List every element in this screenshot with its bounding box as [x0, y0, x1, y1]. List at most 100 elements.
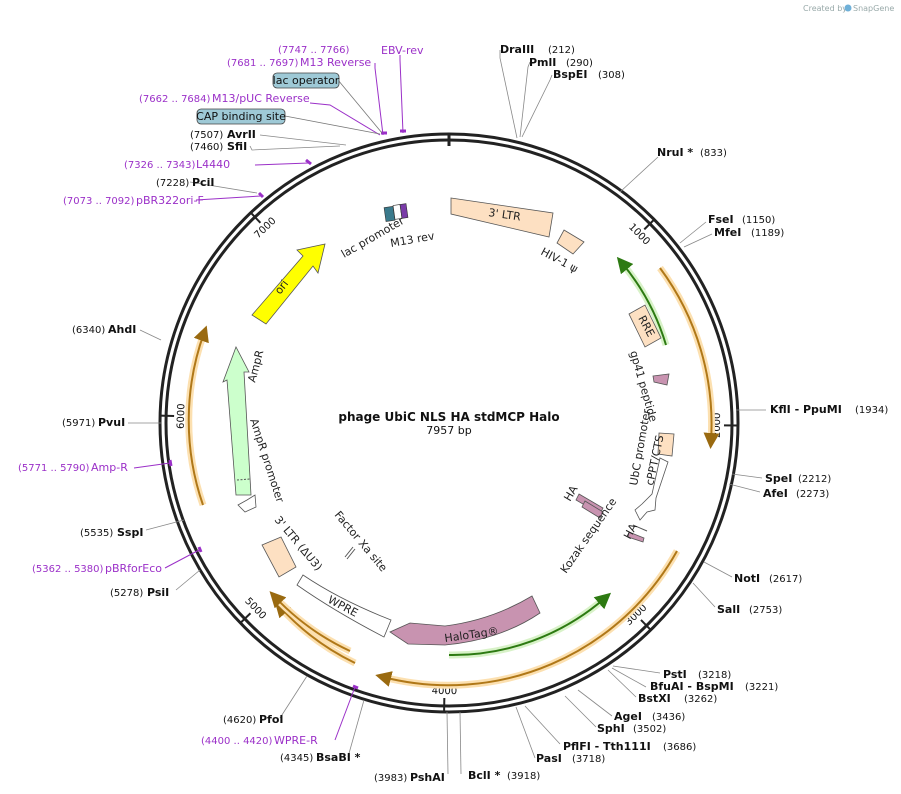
primer-range-pbrforeco: (5362 .. 5380): [32, 564, 104, 575]
site-pvui: PvuI: [98, 416, 125, 429]
svg-text:(4620): (4620): [223, 715, 256, 726]
svg-text:(7228): (7228): [156, 178, 189, 189]
feature-gp41[interactable]: [652, 373, 670, 386]
lac-operator-box: [272, 72, 340, 89]
primer-range-l4440: (7326 .. 7343): [124, 160, 196, 171]
feature-3ltr-du3[interactable]: [261, 536, 297, 578]
svg-text:(3502): (3502): [633, 724, 666, 735]
site-avrii: AvrII: [227, 128, 256, 141]
svg-text:(2273): (2273): [796, 489, 829, 500]
feature-3ltr[interactable]: [450, 197, 554, 238]
site-spei: SpeI: [765, 472, 792, 485]
svg-text:(5971): (5971): [62, 418, 95, 429]
site-psti: PstI: [663, 668, 687, 681]
site-pasi: PasI: [536, 752, 562, 765]
tick-label-6000: 6000: [176, 403, 188, 429]
feature-m13-rev-block[interactable]: [399, 203, 409, 219]
label-ampr: AmpR: [245, 348, 266, 383]
feature-hiv-psi[interactable]: [556, 229, 585, 255]
feature-halotag[interactable]: [389, 595, 541, 646]
svg-text:(3983): (3983): [374, 773, 407, 784]
credit-brand: SnapGene: [853, 4, 894, 13]
tick-mark-1000: [643, 218, 655, 231]
site-bstxi: BstXI: [638, 692, 671, 705]
svg-text:(6340): (6340): [72, 325, 105, 336]
primer-range-m13-reverse: (7681 .. 7697): [227, 58, 299, 69]
plasmid-name: phage UbiC NLS HA stdMCP Halo: [338, 410, 559, 424]
primer-pbr322: pBR322ori-F: [136, 194, 204, 207]
primer-m13-reverse: M13 Reverse: [300, 56, 371, 69]
primer-range-m13-puc: (7662 .. 7684): [139, 94, 211, 105]
svg-text:(290): (290): [566, 58, 593, 69]
primer-labels: (7747 .. 7766) EBV-rev (7681 .. 7697) M1…: [18, 44, 424, 747]
label-factor-xa: Factor Xa site: [332, 509, 390, 575]
label-m13-rev: M13 rev: [389, 229, 436, 250]
primer-range-ebv-rev: (7747 .. 7766): [278, 45, 350, 56]
label-ampr-promoter: AmpR promoter: [247, 417, 287, 505]
site-nrui: NruI *: [657, 146, 693, 159]
site-noti: NotI: [734, 572, 760, 585]
site-bfuai-bspmi: BfuAI - BspMI: [650, 680, 734, 693]
svg-text:(4345): (4345): [280, 753, 313, 764]
primer-lines: [133, 55, 404, 741]
site-sphi: SphI: [597, 722, 625, 735]
svg-text:(1150): (1150): [742, 215, 775, 226]
svg-text:(3221): (3221): [745, 682, 778, 693]
feature-ori[interactable]: [251, 243, 326, 325]
site-fsei: FseI: [708, 213, 734, 226]
svg-text:(3218): (3218): [698, 670, 731, 681]
site-labels: DraIII (212) PmlI (290) BspEI (308) NruI…: [62, 43, 888, 784]
site-bspei: BspEI: [553, 68, 587, 81]
primer-ebv-rev: EBV-rev: [381, 44, 424, 57]
primer-range-pbr322: (7073 .. 7092): [63, 196, 135, 207]
tick-mark-3000: [640, 619, 652, 631]
svg-text:(3436): (3436): [652, 712, 685, 723]
site-pshai: PshAI: [410, 771, 445, 784]
feature-ampr[interactable]: [222, 346, 252, 496]
label-3ltr: 3' LTR: [488, 206, 522, 223]
svg-text:(1934): (1934): [855, 405, 888, 416]
feature-shapes: [222, 197, 675, 646]
primer-range-amp-r: (5771 .. 5790): [18, 463, 90, 474]
site-pcii: PciI: [192, 176, 214, 189]
svg-text:(5278): (5278): [110, 588, 143, 599]
primer-amp-r: Amp-R: [91, 461, 128, 474]
tick-label-2000: 2000: [712, 413, 723, 439]
svg-text:(3718): (3718): [572, 754, 605, 765]
primer-pbrforeco: pBRforEco: [105, 562, 162, 575]
primer-range-wpre-r: (4400 .. 4420): [201, 736, 273, 747]
site-draiii: DraIII: [500, 43, 534, 56]
feature-ubc-promoter[interactable]: [634, 457, 669, 521]
feature-wpre[interactable]: [296, 574, 392, 638]
tick-mark-7000: [250, 211, 262, 224]
primer-wpre-r: WPRE-R: [274, 734, 318, 747]
site-pmli: PmlI: [529, 56, 556, 69]
svg-text:(833): (833): [700, 148, 727, 159]
site-sali: SalI: [717, 603, 740, 616]
site-pfoi: PfoI: [259, 713, 284, 726]
site-sfii: SfiI: [227, 140, 247, 153]
lac-operator-label: lac operator: [273, 74, 340, 87]
label-wpre: WPRE: [326, 593, 360, 620]
svg-text:(7460): (7460): [190, 142, 223, 153]
feature-ha-2[interactable]: [627, 531, 645, 543]
svg-text:(7507): (7507): [190, 130, 223, 141]
feature-cppt[interactable]: [657, 432, 675, 457]
feature-ampr-promoter[interactable]: [237, 494, 257, 513]
site-psii: PsiI: [147, 586, 169, 599]
svg-text:(3686): (3686): [663, 742, 696, 753]
svg-text:(3262): (3262): [684, 694, 717, 705]
cap-binding-box: [196, 108, 286, 125]
svg-text:(308): (308): [598, 70, 625, 81]
tick-mark-5000: [239, 612, 252, 624]
site-bcli: BclI *: [468, 769, 501, 782]
feature-rre[interactable]: [628, 304, 662, 348]
svg-text:(3918): (3918): [507, 771, 540, 782]
site-agei: AgeI: [614, 710, 642, 723]
snapgene-logo-icon: [844, 4, 852, 12]
svg-text:(5535): (5535): [80, 528, 113, 539]
orf-arcs: [185, 256, 720, 689]
tick-label-4000: 4000: [432, 686, 458, 697]
site-pflfi-tth111i: PflFI - Tth111I: [563, 740, 651, 753]
